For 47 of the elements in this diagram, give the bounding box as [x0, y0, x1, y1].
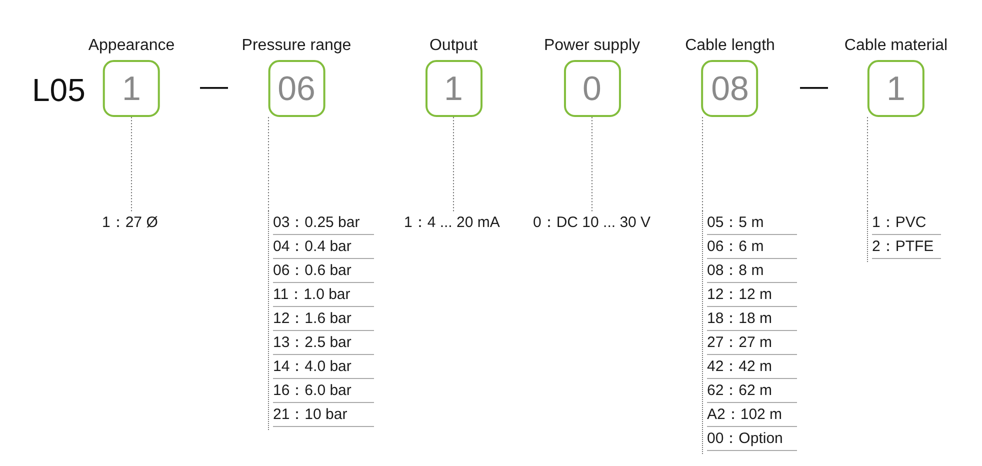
option-text: 1：27 Ø [102, 213, 158, 233]
option-item: 12：1.6 bar [273, 307, 374, 331]
option-item: 06：0.6 bar [273, 259, 374, 283]
option-list [268, 211, 374, 430]
code-digit: 0 [582, 68, 602, 108]
field-heading: Output [429, 36, 478, 56]
separator-dash: — [200, 69, 228, 103]
option-item: 04：0.4 bar [273, 235, 374, 259]
option-list [867, 211, 941, 262]
option-list [702, 211, 797, 454]
code-digit: 06 [278, 68, 316, 108]
leader-line [702, 116, 703, 212]
option-item: 1：PVC [872, 211, 941, 235]
code-digit: 08 [711, 68, 749, 108]
field-heading: Cable material [844, 36, 948, 56]
field-heading: Cable length [685, 36, 775, 56]
option-item: 18：18 m [707, 307, 797, 331]
option-item: 62：62 m [707, 379, 797, 403]
option-item: 21：10 bar [273, 403, 374, 427]
leader-line [867, 116, 868, 212]
option-item: 06：6 m [707, 235, 797, 259]
option-item: A2：102 m [707, 403, 797, 427]
option-text: 1：4 ... 20 mA [404, 213, 500, 233]
option-item: 16：6.0 bar [273, 379, 374, 403]
field-heading: Appearance [88, 36, 175, 56]
option-item: 12：12 m [707, 283, 797, 307]
option-item: 42：42 m [707, 355, 797, 379]
option-item: 13：2.5 bar [273, 331, 374, 355]
option-item: 14：4.0 bar [273, 355, 374, 379]
option-text: 0：DC 10 ... 30 V [533, 213, 651, 233]
option-item: 2：PTFE [872, 235, 941, 259]
option-item: 03：0.25 bar [273, 211, 374, 235]
leader-line [268, 116, 269, 212]
field-heading: Power supply [544, 36, 640, 56]
model-code-prefix: L05 [32, 71, 86, 110]
code-digit: 1 [886, 68, 906, 108]
leader-line [131, 116, 132, 214]
option-item: 08：8 m [707, 259, 797, 283]
option-item: 11：1.0 bar [273, 283, 374, 307]
option-item: 05：5 m [707, 211, 797, 235]
code-digit: 1 [444, 68, 463, 108]
option-item: 00：Option [707, 427, 797, 451]
separator-dash: — [800, 69, 828, 103]
leader-line [453, 116, 454, 214]
field-heading: Pressure range [242, 36, 352, 56]
option-item: 27：27 m [707, 331, 797, 355]
code-digit: 1 [122, 68, 141, 108]
